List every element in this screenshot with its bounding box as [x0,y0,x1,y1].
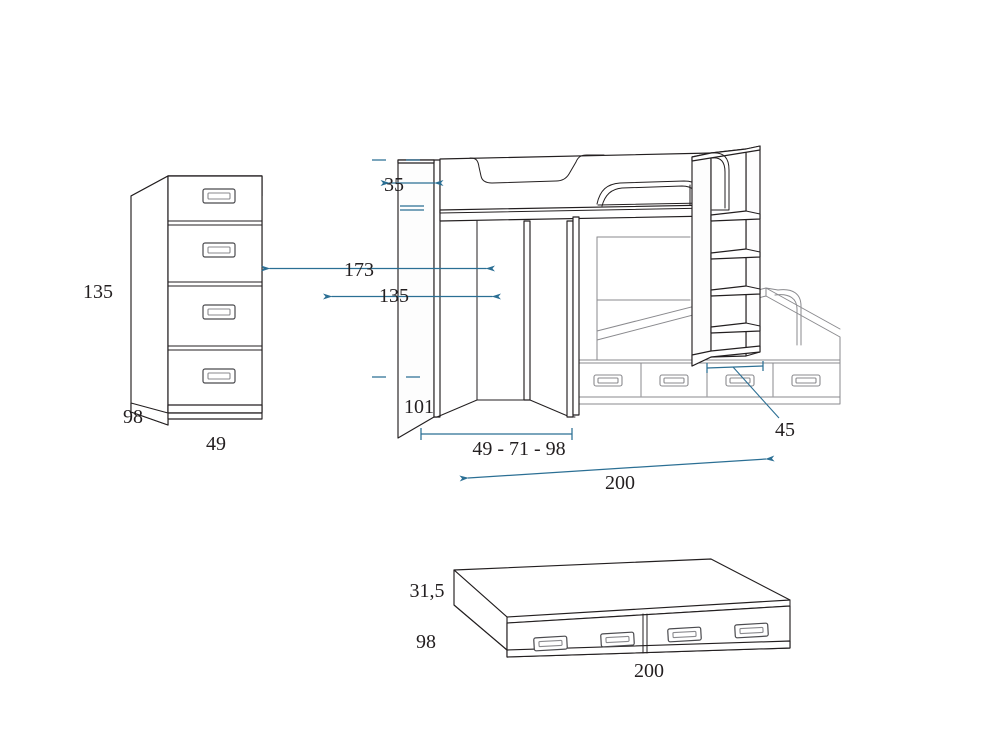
base-left-plinth-edge [453,604,508,651]
upper-bed-cutout-curve [469,154,605,184]
view-chest-of-drawers: 135 98 49 [83,175,263,455]
chest-handle-4 [202,368,236,384]
upper-bed-deck-edge [439,207,713,214]
lower-drawer-handle-3 [725,374,755,387]
dim-shelf-width-line [706,365,764,369]
upper-bed-end-curve [711,152,730,211]
base-drawer-handle-3 [667,626,702,643]
dim-side-depth-label: 101 [404,396,434,418]
wardrobe-floor-left [436,399,478,418]
upper-bed-mattress-base [597,202,705,206]
view-lower-bed-base: 31,5 98 200 [410,558,791,682]
shelf-tower-shelf-4 [710,322,761,334]
shelf-tower-shelf-3 [710,285,761,297]
shelf-tower-base [691,345,761,367]
dim-total-length-label: 200 [605,472,635,494]
shelf-tower-shelf-2 [710,248,761,260]
dim-total-height-label: 173 [344,259,374,281]
shelf-tower-left-panel [691,152,712,367]
upper-bed-end-curve-inner [711,157,726,209]
right-support-panel-thickness [572,216,580,416]
chest-handle-3 [202,304,236,320]
wardrobe-floor-right [529,399,571,418]
chest-handle-1 [202,188,236,204]
dim-base-height-label: 31,5 [410,580,445,602]
dim-shelf-width-label: 45 [775,419,795,441]
base-drawer-handle-4 [734,622,769,639]
chest-plinth-front [167,412,263,420]
left-side-panel-thickness [433,159,441,418]
base-drawer-handle-1 [533,635,568,652]
chest-width-label: 49 [206,433,226,455]
dim-under-height-label: 135 [379,285,409,307]
base-drawer-handle-2 [600,631,635,648]
lower-drawer-handle-2 [659,374,689,387]
lower-bed-base-plinth [574,396,841,405]
view-bunk-bed-assembly: 173 35 135 101 49 - 71 - 98 45 [261,145,841,494]
center-divider-panel [523,220,531,401]
lower-bed-rail-curve-inner [774,294,798,346]
chest-height-label: 135 [83,281,113,303]
chest-depth-label: 98 [123,406,143,428]
dim-base-length-label: 200 [634,660,664,682]
dim-wardrobe-width-label: 49 - 71 - 98 [472,438,565,460]
lower-drawer-handle-1 [593,374,623,387]
base-front-plinth [506,640,791,658]
lower-bed-rail-top [765,287,779,291]
chest-handle-2 [202,242,236,258]
lower-drawer-handle-4 [791,374,821,387]
upper-bed-deck-top [397,159,435,164]
right-support-panel [566,220,574,418]
dim-upper-height-label: 35 [384,174,404,196]
dim-base-depth-label: 98 [416,631,436,653]
chest-side-face [130,175,169,426]
dim-shelf-width-leader [732,366,780,419]
dim-total-length-line [459,455,775,482]
lower-bed-rail-curve [777,289,802,346]
chest-plinth [167,404,263,414]
shelf-tower-top-cap [691,145,761,162]
shelf-tower-shelf-1 [710,210,761,222]
